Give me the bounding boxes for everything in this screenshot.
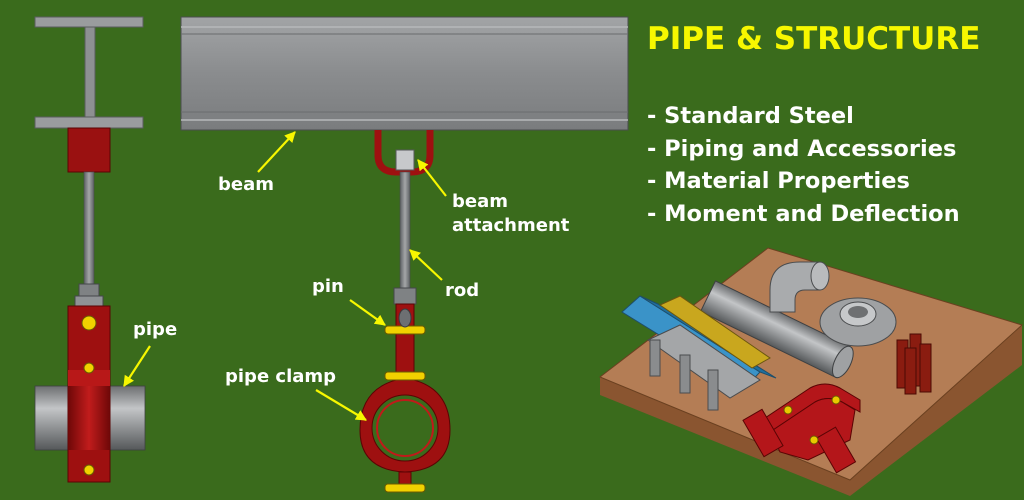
steel-beam-side-view-icon <box>180 16 629 131</box>
feature-item-moment-deflection: - Moment and Deflection <box>647 200 960 227</box>
label-beam: beam <box>218 174 274 195</box>
arrow-pipe-clamp <box>315 389 367 421</box>
feature-list: - Standard Steel - Piping and Accessorie… <box>647 100 960 230</box>
leader-arrows <box>123 131 447 421</box>
feature-item-material-properties: - Material Properties <box>647 168 910 194</box>
feature-item-piping-accessories: - Piping and Accessories <box>647 135 957 162</box>
label-rod: rod <box>445 280 480 301</box>
arrow-beam-attachment <box>417 159 447 197</box>
label-pipe-clamp: pipe clamp <box>225 366 337 387</box>
label-pipe: pipe <box>133 319 178 340</box>
arrow-pin <box>349 299 386 326</box>
arrow-pipe <box>123 345 151 387</box>
pipe-clamp-assembly-icon <box>359 130 451 493</box>
page-title: PIPE & STRUCTURE <box>647 21 981 57</box>
arrow-beam <box>257 131 296 173</box>
arrow-rod <box>409 249 443 281</box>
label-beam-attachment: beam attachment <box>452 190 569 238</box>
pipe-hanger-icon <box>34 127 146 483</box>
label-beam-attachment-line2: attachment <box>452 215 570 236</box>
label-beam-attachment-line1: beam <box>452 191 508 212</box>
piping-accessories-illustration-icon <box>599 247 1023 496</box>
label-pin: pin <box>312 276 344 297</box>
feature-item-standard-steel: - Standard Steel <box>647 103 854 129</box>
i-beam-section-icon <box>34 16 144 129</box>
